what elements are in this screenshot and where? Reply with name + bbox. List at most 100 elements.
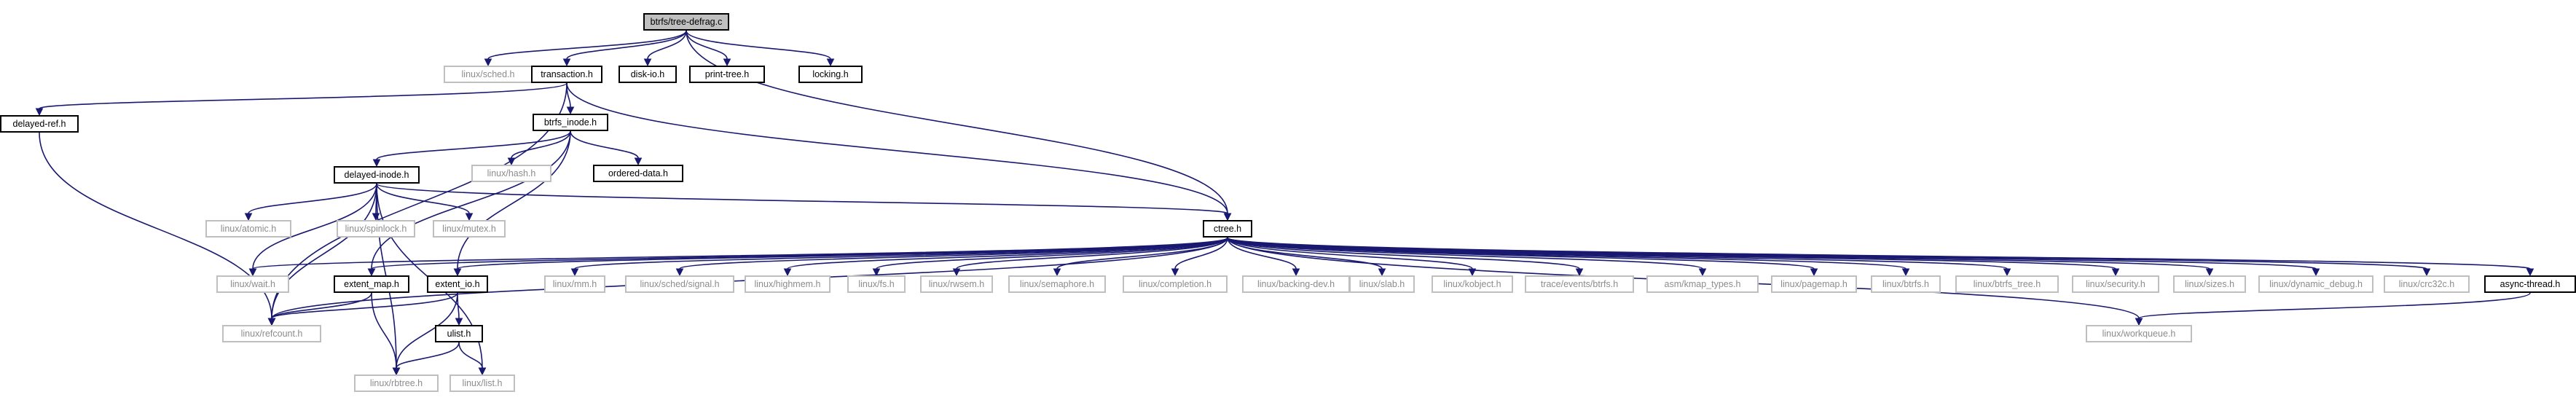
edge-line bbox=[679, 237, 1228, 270]
node-ordered-data-h[interactable]: ordered-data.h bbox=[593, 165, 683, 182]
arrow-head-icon bbox=[1378, 268, 1386, 277]
node-label: extent_map.h bbox=[344, 279, 399, 289]
arrow-head-icon bbox=[634, 157, 643, 166]
arrow-head-icon bbox=[2205, 268, 2214, 277]
edge-line bbox=[271, 183, 377, 319]
arrow-head-icon bbox=[1223, 213, 1232, 221]
node-label: linux/rwsem.h bbox=[929, 279, 984, 289]
node-box bbox=[1525, 275, 1634, 293]
edge-ulist-to-linux-list bbox=[458, 342, 487, 376]
arrow-head-icon bbox=[643, 58, 652, 67]
node-box bbox=[2173, 275, 2246, 293]
node-btrfs-inode-h[interactable]: btrfs_inode.h bbox=[533, 114, 608, 131]
edge-delayed-inode-to-ctree bbox=[376, 183, 1232, 221]
edge-line bbox=[271, 292, 458, 319]
edge-line bbox=[376, 183, 470, 214]
node-locking-h[interactable]: locking.h bbox=[798, 66, 863, 83]
edge-extent-io-to-linux-refcount bbox=[267, 292, 458, 326]
node-label: linux/refcount.h bbox=[241, 329, 303, 339]
edge-line bbox=[1227, 237, 2531, 270]
edge-ulist-to-linux-rbtree bbox=[392, 342, 460, 376]
arrow-head-icon bbox=[723, 58, 731, 67]
node-label: transaction.h bbox=[541, 69, 593, 79]
node-print-tree-h[interactable]: print-tree.h bbox=[689, 66, 765, 83]
node-box bbox=[619, 66, 677, 83]
node-linux-fs-h: linux/fs.h bbox=[847, 275, 906, 293]
node-label: linux/fs.h bbox=[858, 279, 894, 289]
node-box bbox=[544, 275, 605, 293]
edge-root-to-transaction bbox=[562, 30, 687, 67]
node-linux-wait-h: linux/wait.h bbox=[216, 275, 289, 293]
edge-ctree-to-linux-rwsem bbox=[952, 237, 1228, 277]
node-label: linux/kobject.h bbox=[1443, 279, 1501, 289]
arrow-head-icon bbox=[952, 268, 961, 277]
node-linux-pagemap-h: linux/pagemap.h bbox=[1771, 275, 1857, 293]
edge-ctree-to-linux-semaphore bbox=[1053, 237, 1228, 277]
node-label: linux/pagemap.h bbox=[1780, 279, 1847, 289]
arrow-head-icon bbox=[1053, 268, 1061, 277]
edge-btrfs-inode-to-extent-map bbox=[367, 130, 571, 277]
arrow-head-icon bbox=[507, 157, 516, 166]
node-box bbox=[745, 275, 830, 293]
arrow-head-icon bbox=[455, 318, 463, 326]
edge-line bbox=[371, 130, 571, 270]
node-linux-rwsem-h: linux/rwsem.h bbox=[920, 275, 993, 293]
edge-layer bbox=[35, 30, 2534, 376]
edge-transaction-to-delayed-ref bbox=[35, 82, 568, 117]
node-box bbox=[1771, 275, 1857, 293]
edge-line bbox=[457, 130, 571, 270]
node-label: linux/crc32c.h bbox=[2399, 279, 2454, 289]
node-linux-semaphore-h: linux/semaphore.h bbox=[1008, 275, 1106, 293]
edge-root-to-disk-io bbox=[643, 30, 687, 67]
node-label: ctree.h bbox=[1214, 224, 1241, 234]
node-async-thread-h[interactable]: async-thread.h bbox=[2484, 275, 2576, 293]
node-linux-hash-h: linux/hash.h bbox=[471, 165, 551, 182]
edge-root-to-locking bbox=[686, 30, 835, 67]
node-box bbox=[471, 165, 551, 182]
node-box bbox=[2258, 275, 2373, 293]
edge-line bbox=[248, 183, 377, 214]
node-label: linux/mutex.h bbox=[442, 224, 496, 234]
edge-transaction-to-linux-refcount bbox=[267, 82, 568, 326]
edge-ctree-to-linux-sched-signal bbox=[675, 237, 1228, 277]
node-delayed-ref-h[interactable]: delayed-ref.h bbox=[0, 115, 79, 133]
node-label: linux/mm.h bbox=[553, 279, 597, 289]
node-label: linux/btrfs_tree.h bbox=[1974, 279, 2041, 289]
arrow-head-icon bbox=[267, 318, 276, 326]
node-btrfs-tree-defrag-c[interactable]: btrfs/tree-defrag.c bbox=[643, 13, 729, 31]
node-label: locking.h bbox=[812, 69, 848, 79]
node-disk-io-h[interactable]: disk-io.h bbox=[619, 66, 677, 83]
edge-line bbox=[787, 237, 1228, 270]
node-box bbox=[337, 220, 415, 238]
node-extent-io-h[interactable]: extent_io.h bbox=[427, 275, 488, 293]
arrow-head-icon bbox=[465, 213, 474, 221]
edge-line bbox=[252, 183, 377, 270]
edge-line bbox=[1227, 237, 1297, 270]
node-label: linux/list.h bbox=[463, 378, 503, 388]
node-delayed-inode-h[interactable]: delayed-inode.h bbox=[334, 166, 420, 184]
node-ctree-h[interactable]: ctree.h bbox=[1203, 220, 1252, 238]
node-transaction-h[interactable]: transaction.h bbox=[531, 66, 602, 83]
edge-ctree-to-linux-backing-dev bbox=[1227, 237, 1300, 277]
arrow-head-icon bbox=[2135, 318, 2143, 326]
edge-line bbox=[1227, 237, 1580, 270]
edge-line bbox=[876, 237, 1228, 270]
node-linux-highmem-h: linux/highmem.h bbox=[745, 275, 830, 293]
node-label: disk-io.h bbox=[631, 69, 665, 79]
node-box bbox=[531, 66, 602, 83]
edge-line bbox=[271, 292, 372, 319]
node-ulist-h[interactable]: ulist.h bbox=[435, 325, 483, 342]
edge-line bbox=[487, 30, 687, 60]
edge-delayed-inode-to-linux-atomic bbox=[244, 183, 377, 221]
node-box bbox=[449, 374, 515, 392]
arrow-head-icon bbox=[675, 268, 684, 277]
node-label: linux/atomic.h bbox=[221, 224, 276, 234]
edge-line bbox=[458, 342, 483, 369]
edge-line bbox=[376, 183, 1228, 214]
node-box bbox=[354, 374, 439, 392]
edge-line bbox=[2138, 292, 2531, 319]
node-label: delayed-inode.h bbox=[345, 170, 409, 180]
node-label: linux/hash.h bbox=[487, 168, 536, 178]
node-extent-map-h[interactable]: extent_map.h bbox=[334, 275, 409, 293]
